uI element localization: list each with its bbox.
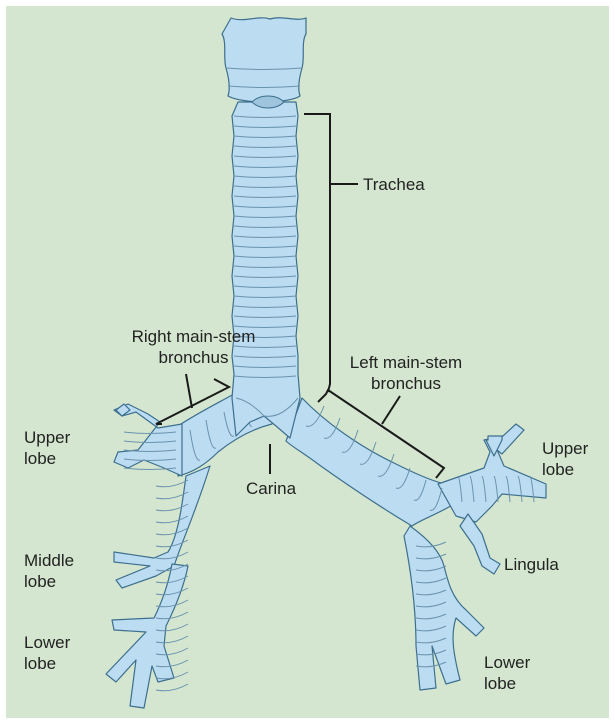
left-main-stem-bronchus-label-line2: bronchus xyxy=(336,373,476,394)
left-lower-lobe-label-line1: Lower xyxy=(484,652,530,673)
right-lower-lobe-label-line1: Lower xyxy=(24,632,70,653)
right-middle-lobe-label-line2: lobe xyxy=(24,571,74,592)
right-main-stem-bronchus-label: Right main-stem bronchus xyxy=(81,326,306,368)
right-lower-lobe-bronchus-shape xyxy=(106,564,188,708)
left-main-stem-bronchus-label-line1: Left main-stem xyxy=(336,352,476,373)
trachea-label: Trachea xyxy=(363,174,425,195)
tracheobronchial-tree-figure: Trachea Right main-stem bronchus Left ma… xyxy=(6,6,609,718)
right-main-stem-bronchus-label-line2: bronchus xyxy=(81,347,306,368)
lingula-label: Lingula xyxy=(504,554,559,575)
right-middle-lobe-label-line1: Middle xyxy=(24,550,74,571)
right-main-stem-leader xyxy=(186,374,192,408)
left-upper-lobe-label-line2: lobe xyxy=(542,459,588,480)
left-bronchus-group xyxy=(286,398,546,690)
left-main-stem-leader xyxy=(382,396,400,424)
right-middle-lobe-bronchus-shape xyxy=(114,466,210,588)
larynx xyxy=(222,18,306,108)
trachea-body-shape xyxy=(232,102,300,438)
left-main-stem-bronchus-label: Left main-stem bronchus xyxy=(336,352,476,394)
left-lower-lobe-bronchus-shape xyxy=(404,526,484,690)
trachea-group xyxy=(232,102,300,438)
carina-label: Carina xyxy=(246,478,296,499)
thyroid-cartilage-shape xyxy=(222,18,306,102)
trachea-bracket xyxy=(304,114,330,392)
right-middle-lobe-label: Middle lobe xyxy=(24,550,74,592)
lingula-bronchus-shape xyxy=(460,514,500,574)
right-bronchus-group xyxy=(106,394,276,708)
right-lower-ring-line xyxy=(156,480,188,487)
right-upper-lobe-label: Upper lobe xyxy=(24,427,70,469)
left-upper-lobe-label-line1: Upper xyxy=(542,438,588,459)
right-main-stem-bronchus-label-line1: Right main-stem xyxy=(81,326,306,347)
left-upper-lobe-tip-shape xyxy=(486,436,502,456)
right-upper-lobe-label-line1: Upper xyxy=(24,427,70,448)
left-lower-lobe-label-line2: lobe xyxy=(484,673,530,694)
right-lower-ring-line xyxy=(156,684,188,691)
right-lower-lobe-label-line2: lobe xyxy=(24,653,70,674)
left-upper-lobe-label: Upper lobe xyxy=(542,438,588,480)
right-lower-lobe-label: Lower lobe xyxy=(24,632,70,674)
left-lower-lobe-label: Lower lobe xyxy=(484,652,530,694)
right-upper-lobe-label-line2: lobe xyxy=(24,448,70,469)
